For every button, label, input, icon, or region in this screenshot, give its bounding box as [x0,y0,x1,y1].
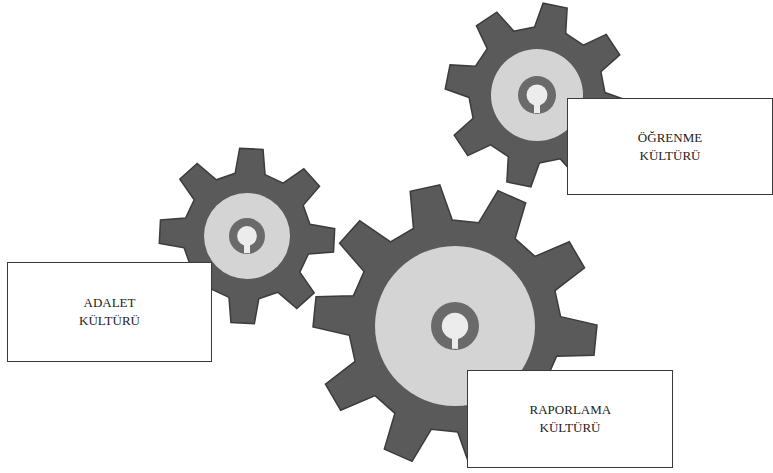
gear-bore [442,313,468,339]
gear-hub [431,302,479,350]
box-label: ÖĞRENME KÜLTÜRÜ [638,129,702,164]
gear-keyway [244,244,250,253]
label-box: ÖĞRENME KÜLTÜRÜ [567,98,773,195]
label-box: RAPORLAMA KÜLTÜRÜ [467,370,673,468]
gear-bore [237,226,257,246]
gear-hub [518,76,556,114]
gear-hub [229,218,265,254]
label-box: ADALET KÜLTÜRÜ [7,262,212,362]
gear-keyway [452,337,458,349]
gear-disc [204,193,290,279]
gear-bore [527,85,548,106]
box-label: RAPORLAMA KÜLTÜRÜ [530,401,611,436]
box-label: ADALET KÜLTÜRÜ [79,294,140,329]
gear-keyway [534,104,540,114]
